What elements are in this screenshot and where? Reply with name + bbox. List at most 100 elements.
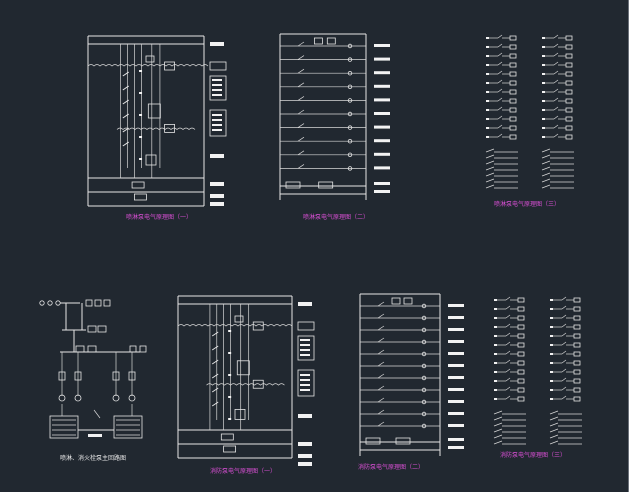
- indicator-lamp: [421, 339, 427, 345]
- wire-segment: [553, 61, 559, 66]
- terminal-block: [486, 73, 489, 75]
- wire-segment: [553, 52, 559, 57]
- component-box: [517, 342, 525, 348]
- terminal-block: [494, 353, 497, 355]
- terminal-block: [228, 352, 232, 354]
- fire-pump-diagram-2: [359, 293, 464, 456]
- wire-segment: [497, 106, 503, 111]
- terminal-block: [448, 316, 464, 319]
- wire-segment: [561, 332, 567, 337]
- indicator-lamp: [347, 57, 353, 62]
- indicator-lamp: [421, 303, 427, 309]
- wire-segment: [493, 410, 503, 415]
- component-box: [517, 369, 525, 375]
- component-box: [573, 324, 581, 330]
- terminal-block: [542, 55, 545, 57]
- terminal-block: [210, 182, 224, 186]
- terminal-block: [486, 82, 489, 84]
- fire-pump-diagram-3: [493, 296, 582, 445]
- indicator-lamp: [347, 98, 353, 103]
- terminal-block: [228, 374, 232, 376]
- terminal-block: [300, 384, 310, 386]
- terminal-block: [494, 308, 497, 310]
- title-fire-pump-2: 消防泵电气原理图（二）: [358, 463, 424, 471]
- wire-segment: [541, 172, 551, 177]
- component-box: [297, 335, 315, 361]
- terminal-block: [210, 202, 224, 206]
- wire-segment: [211, 387, 219, 393]
- wire-segment: [297, 164, 305, 169]
- component-box: [131, 181, 145, 189]
- terminal-block: [139, 136, 143, 138]
- component-box: [236, 360, 250, 376]
- wire-segment: [505, 341, 511, 346]
- terminal-block: [550, 380, 553, 382]
- terminal-block: [212, 129, 222, 131]
- indicator-lamp: [421, 375, 427, 381]
- wire-segment: [211, 359, 219, 365]
- wire-segment: [497, 133, 503, 138]
- terminal-block: [228, 330, 232, 332]
- wire-segment: [211, 401, 219, 407]
- wire-segment: [297, 55, 305, 60]
- component-box: [87, 345, 97, 353]
- component-box: [94, 299, 102, 307]
- indicator-lamp: [421, 387, 427, 393]
- component-box: [565, 80, 573, 86]
- terminal-block: [210, 194, 224, 198]
- wire-segment: [211, 373, 219, 379]
- terminal-block: [374, 166, 390, 170]
- component-box: [395, 437, 411, 445]
- terminal-block: [494, 344, 497, 346]
- title-spray-pump-2: 喷淋泵电气原理图（二）: [303, 213, 369, 221]
- wire-segment: [549, 440, 559, 445]
- wire-segment: [377, 301, 385, 307]
- terminal-block: [212, 84, 222, 86]
- title-spray-pump-1: 喷淋泵电气原理图（一）: [126, 213, 192, 221]
- terminal-block: [542, 37, 545, 39]
- component-box: [573, 396, 581, 402]
- component-box: [573, 333, 581, 339]
- wire-segment: [561, 350, 567, 355]
- wire-segment: [553, 34, 559, 39]
- component-box: [74, 371, 82, 381]
- terminal-block: [550, 389, 553, 391]
- wire-segment: [377, 361, 385, 367]
- terminal-block: [542, 64, 545, 66]
- component-box: [139, 345, 147, 353]
- wire-segment: [497, 97, 503, 102]
- wire-segment: [485, 166, 495, 171]
- wire-segment: [553, 133, 559, 138]
- wire-segment: [549, 428, 559, 433]
- wire-segment: [493, 422, 503, 427]
- terminal-block: [212, 124, 222, 126]
- wire-segment: [549, 416, 559, 421]
- wire-segment: [553, 106, 559, 111]
- component-box: [365, 437, 381, 445]
- terminal-block: [542, 118, 545, 120]
- terminal-block: [139, 92, 143, 94]
- spray-pump-diagram-2: [279, 33, 390, 200]
- terminal-block: [486, 136, 489, 138]
- wire-segment: [553, 124, 559, 129]
- component-box: [573, 387, 581, 393]
- component-box: [223, 445, 237, 453]
- terminal-block: [212, 79, 222, 81]
- wire-segment: [497, 88, 503, 93]
- wire-segment: [297, 68, 305, 74]
- component-box: [565, 125, 573, 131]
- component-box: [573, 297, 581, 303]
- terminal-block: [542, 136, 545, 138]
- wire-segment: [505, 305, 511, 310]
- wire-segment: [122, 141, 130, 147]
- terminal-block: [298, 442, 312, 446]
- wire-segment: [505, 386, 511, 391]
- terminal-block: [550, 362, 553, 364]
- terminal-block: [486, 64, 489, 66]
- component-box: [164, 61, 175, 71]
- wire-segment: [211, 331, 219, 337]
- wire-path: [116, 127, 196, 130]
- wire-segment: [122, 71, 130, 77]
- terminal-block: [486, 100, 489, 102]
- wire-segment: [505, 332, 511, 337]
